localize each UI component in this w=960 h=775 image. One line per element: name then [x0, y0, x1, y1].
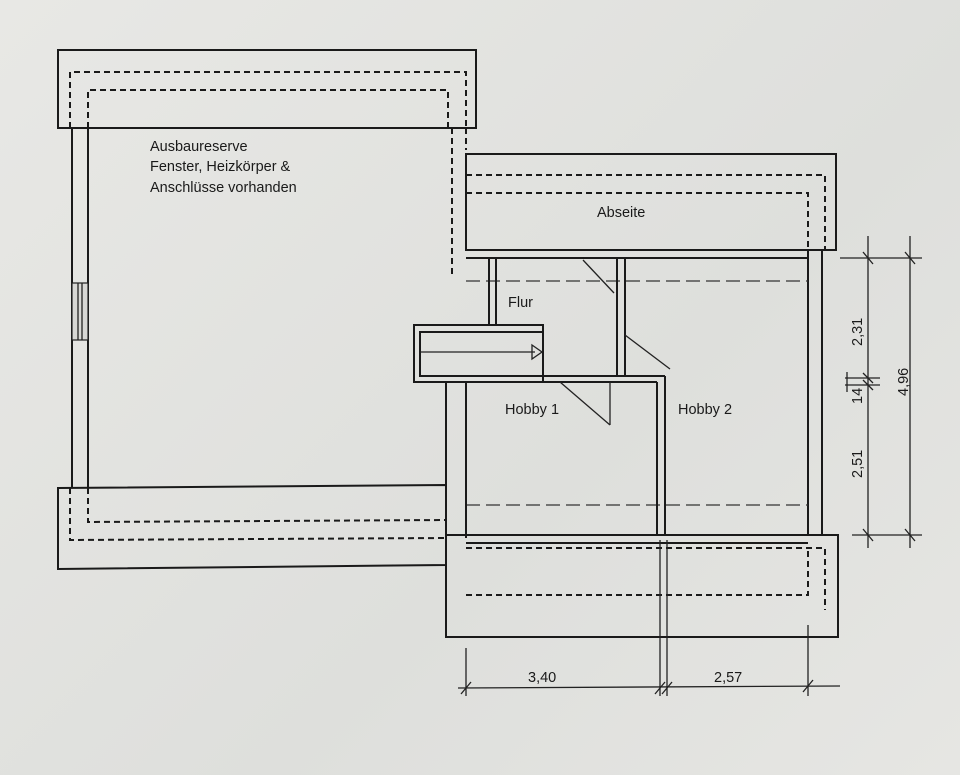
label-hobby-2: Hobby 2 — [678, 402, 732, 418]
right-wall — [807, 250, 823, 535]
label-ausbaureserve-line3: Anschlüsse vorhanden — [150, 180, 297, 196]
roof-slope-bottom — [445, 534, 839, 638]
dimension-right — [840, 236, 922, 548]
label-ausbaureserve-line2: Fenster, Heizkörper & — [150, 159, 291, 175]
roof-slope-top-left — [57, 49, 477, 129]
staircase — [413, 324, 544, 383]
arrow-icon — [531, 343, 544, 361]
abseite-box — [465, 153, 837, 251]
dim-depth-total: 4,96 — [896, 368, 912, 396]
label-hobby-1: Hobby 1 — [505, 402, 559, 418]
roof-slope-bottom-left — [57, 483, 447, 571]
label-abseite: Abseite — [597, 205, 645, 221]
hobby-walls — [445, 375, 666, 538]
window — [71, 282, 89, 341]
dim-hobby2-width: 2,57 — [714, 670, 742, 686]
label-ausbaureserve: Ausbaureserve — [150, 139, 248, 155]
door-swings — [559, 259, 671, 426]
dim-depth-upper: 2,31 — [850, 318, 866, 346]
dim-depth-lower: 2,51 — [850, 450, 866, 478]
label-flur: Flur — [508, 295, 533, 311]
dim-hobby1-width: 3,40 — [528, 670, 556, 686]
dim-wall: 14 — [850, 388, 866, 404]
flur-walls — [488, 258, 626, 375]
dimension-bottom — [457, 540, 841, 696]
